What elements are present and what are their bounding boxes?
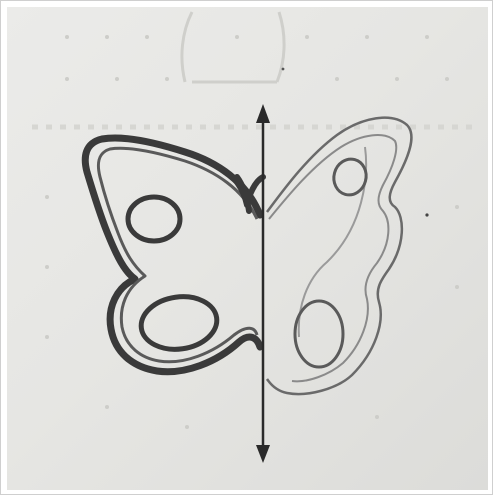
pencil-dot <box>425 213 428 216</box>
symmetry-axis-arrow-top <box>256 104 270 123</box>
pencil-dot-top <box>282 68 285 71</box>
left-lower-spot <box>138 292 220 354</box>
left-upper-spot <box>128 197 180 241</box>
symmetry-axis-arrow-bottom <box>256 445 270 463</box>
faint-erased-shape <box>182 12 284 82</box>
drawing-canvas <box>7 7 488 490</box>
right-lower-spot <box>295 301 343 367</box>
butterfly-right-half-inner <box>269 135 396 381</box>
paper-background <box>7 7 488 490</box>
